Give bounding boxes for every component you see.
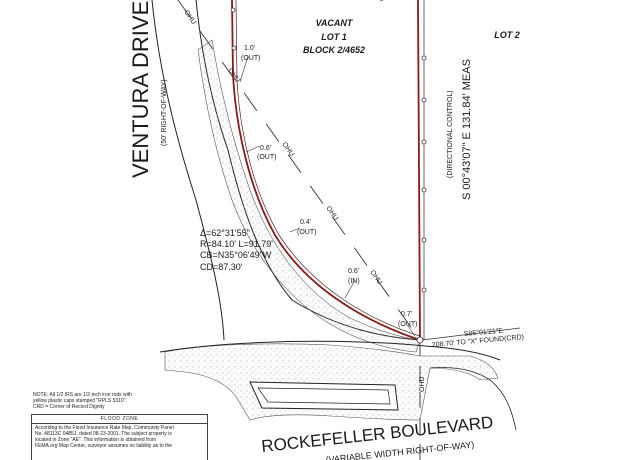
ohu-label-2: OHU [226,67,241,84]
offset-5-value: 0.7' [401,311,412,318]
property-line-east [417,0,421,341]
ventura-drive-label: VENTURA DRIVE [128,1,153,178]
lot1-label: LOT 1 [321,32,347,42]
note-line-2: yellow plastic caps stamped "RPLS 5310". [33,398,127,404]
property-line-west-curve [231,0,421,341]
vacant-label: VACANT [316,18,354,28]
block-label: BLOCK 2/4652 [303,45,365,55]
offset-4-value: 0.6' [348,268,359,275]
tie-line [421,327,521,341]
rockefeller-curb-line [429,367,517,431]
directional-control-label: (DIRECTIONAL CONTROL) [447,90,454,178]
offset-2-value: 0.6' [260,145,271,152]
ohu-label-1: OHU [182,9,197,26]
overhead-utility-line [177,0,421,341]
flood-line-1: According to the Flood Insurance Rate Ma… [35,425,174,431]
flood-line-3: located in Zone "AE". This information i… [35,437,157,443]
offset-1-value: 1.0' [244,45,255,52]
flood-line-4: FEMA.org Map Center, surveyor assumes no… [35,443,173,449]
rockefeller-row-line [159,340,501,361]
offset-2-note: (OUT) [257,154,276,161]
flood-zone-title: FLOOD ZONE [32,415,207,424]
ohu-label-4: OHU [324,205,339,222]
general-notes: NOTE: All 1/2 IRS are 1/2-inch iron rods… [33,392,193,410]
sidewalk-curve [197,39,421,353]
offset-3-note: (OUT) [297,229,316,236]
offset-5-note: (OUT) [398,321,417,328]
ventura-row-line-west [151,0,225,341]
ventura-row-label: (50' RIGHT-OF-WAY) [161,79,168,146]
ohu-label-5: OHU [368,269,383,286]
curve-chord-bearing: CB=N35°06'49"W [200,250,272,260]
lot2-label: LOT 2 [494,30,520,40]
note-line-3: CRD = Corner of Record Dignity [33,404,105,410]
driveway-inset-inner [257,387,391,405]
curve-delta: Δ=62°31'55" [200,228,250,238]
curve-chord-distance: CD=87.30' [200,262,243,272]
flood-line-2: No. 48113C 0485J, dated 08-23-2001. The … [35,431,172,437]
ohu-label-3: OHU [280,141,295,158]
curve-radius-length: R=84.10' L=91.79' [200,239,273,249]
sidewalk-rockefeller [164,343,499,421]
fence-line-west [235,0,421,337]
offset-3-value: 0.4' [300,219,311,226]
note-line-1: NOTE: All 1/2 IRS are 1/2-inch iron rods… [33,392,132,398]
offset-1-note: (OUT) [241,55,260,62]
east-bearing-label: S 00°43'07" E 131.84' MEAS [461,59,473,200]
tie-bearing: S85°01'21"E [463,327,503,338]
offset-4-note: (IN) [348,278,360,285]
driveway-inset [249,381,399,411]
flood-zone-box: FLOOD ZONE According to the Flood Insura… [31,414,208,460]
ohu-label-6: OHU [419,376,426,392]
offset-leaders [239,55,416,337]
